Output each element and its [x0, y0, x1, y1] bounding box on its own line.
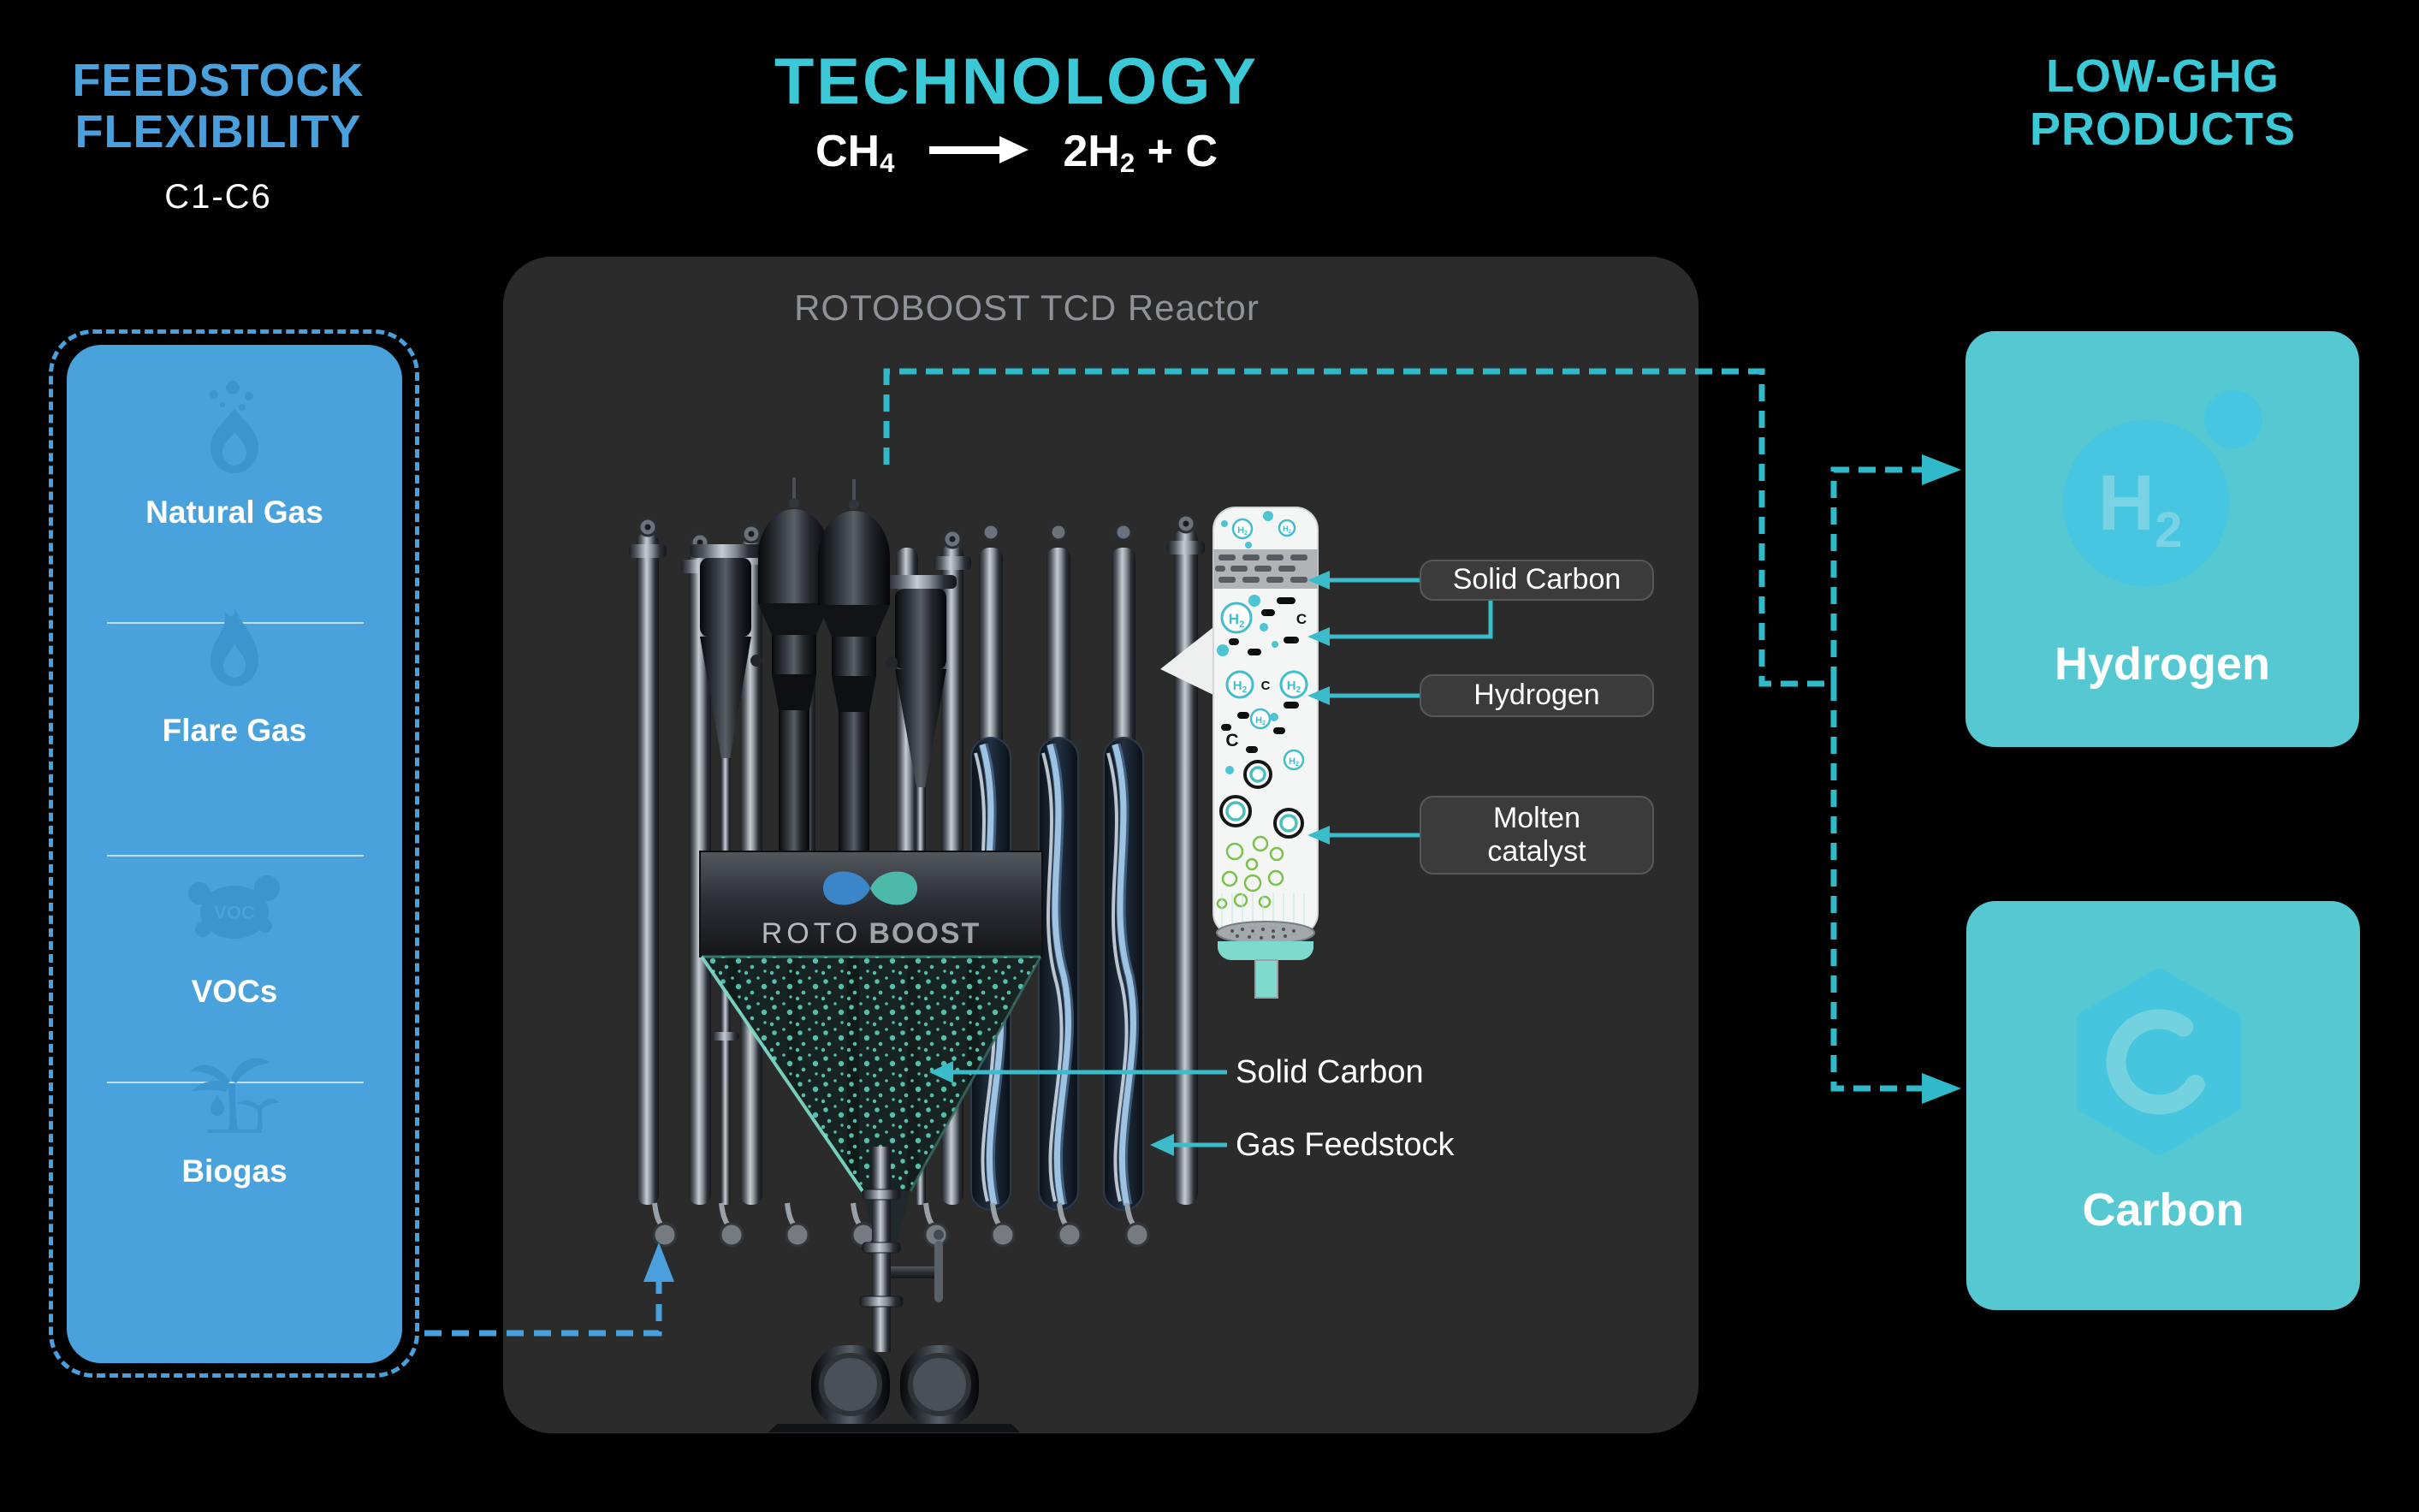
inset-label-hydrogen: Hydrogen: [1420, 674, 1654, 717]
products-heading: LOW-GHG PRODUCTS: [1964, 50, 2362, 156]
reactor-panel-title: ROTOBOOST TCD Reactor: [794, 288, 1260, 328]
h2-icon-symbol: H: [2098, 460, 2155, 547]
feedstock-subtitle: C1-C6: [164, 178, 272, 216]
feedstock-heading-line1: FEEDSTOCK: [72, 55, 365, 106]
inset-label-molten-catalyst: Molten catalyst: [1420, 796, 1654, 875]
carbon-product-card: Carbon: [1966, 901, 2360, 1310]
technology-title: TECHNOLOGY: [774, 45, 1260, 118]
reaction-arrow-icon: [928, 136, 1029, 164]
feedstock-item-vocs: VOCs: [191, 974, 278, 1009]
products-heading-line1: LOW-GHG: [2046, 50, 2280, 102]
hydrogen-product-card: H2 Hydrogen: [1965, 331, 2359, 747]
products-heading-line2: PRODUCTS: [2029, 104, 2296, 155]
formula-lhs-sub: 4: [880, 147, 895, 178]
natural-gas-flame-icon: [210, 381, 258, 473]
divider: [107, 855, 364, 857]
inset-label-solid-carbon: Solid Carbon: [1420, 560, 1654, 601]
feedstock-panel-dashed-border: [49, 329, 419, 1378]
flare-gas-flame-icon: [210, 606, 258, 686]
h2-molecule-icon: H2: [2063, 390, 2262, 586]
feedstock-heading: FEEDSTOCK FLEXIBILITY C1-C6: [17, 55, 419, 222]
formula-rhs-sub: 2: [1119, 147, 1135, 178]
feedstock-item-flare-gas: Flare Gas: [162, 713, 307, 748]
reaction-formula: CH4 2H2 + C: [631, 126, 1402, 179]
flow-label-gas-feedstock: Gas Feedstock: [1236, 1127, 1455, 1163]
flow-label-solid-carbon: Solid Carbon: [1236, 1054, 1424, 1090]
carbon-hexagon-icon: [2077, 969, 2241, 1155]
feedstock-item-biogas: Biogas: [181, 1153, 288, 1189]
product-flow-arrowheads: [1922, 454, 1961, 1104]
voc-molecule-icon: VOC: [188, 875, 280, 939]
technology-heading: TECHNOLOGY CH4 2H2 + C: [631, 44, 1402, 179]
feedstock-panel: [67, 345, 402, 1363]
hydrogen-card-title: Hydrogen: [2054, 638, 2271, 690]
feedstock-heading-line2: FLEXIBILITY: [74, 106, 362, 157]
svg-text:H2: H2: [2098, 460, 2183, 558]
formula-rhs: 2H: [1063, 127, 1120, 176]
voc-icon-text: VOC: [214, 902, 255, 923]
formula-lhs: CH: [815, 127, 880, 176]
carbon-card-title: Carbon: [2082, 1184, 2244, 1236]
formula-rhs-rest: + C: [1147, 127, 1218, 176]
feedstock-item-natural-gas: Natural Gas: [145, 495, 323, 530]
biogas-palm-icon: [190, 1058, 280, 1133]
h2-icon-sub: 2: [2155, 502, 2182, 558]
